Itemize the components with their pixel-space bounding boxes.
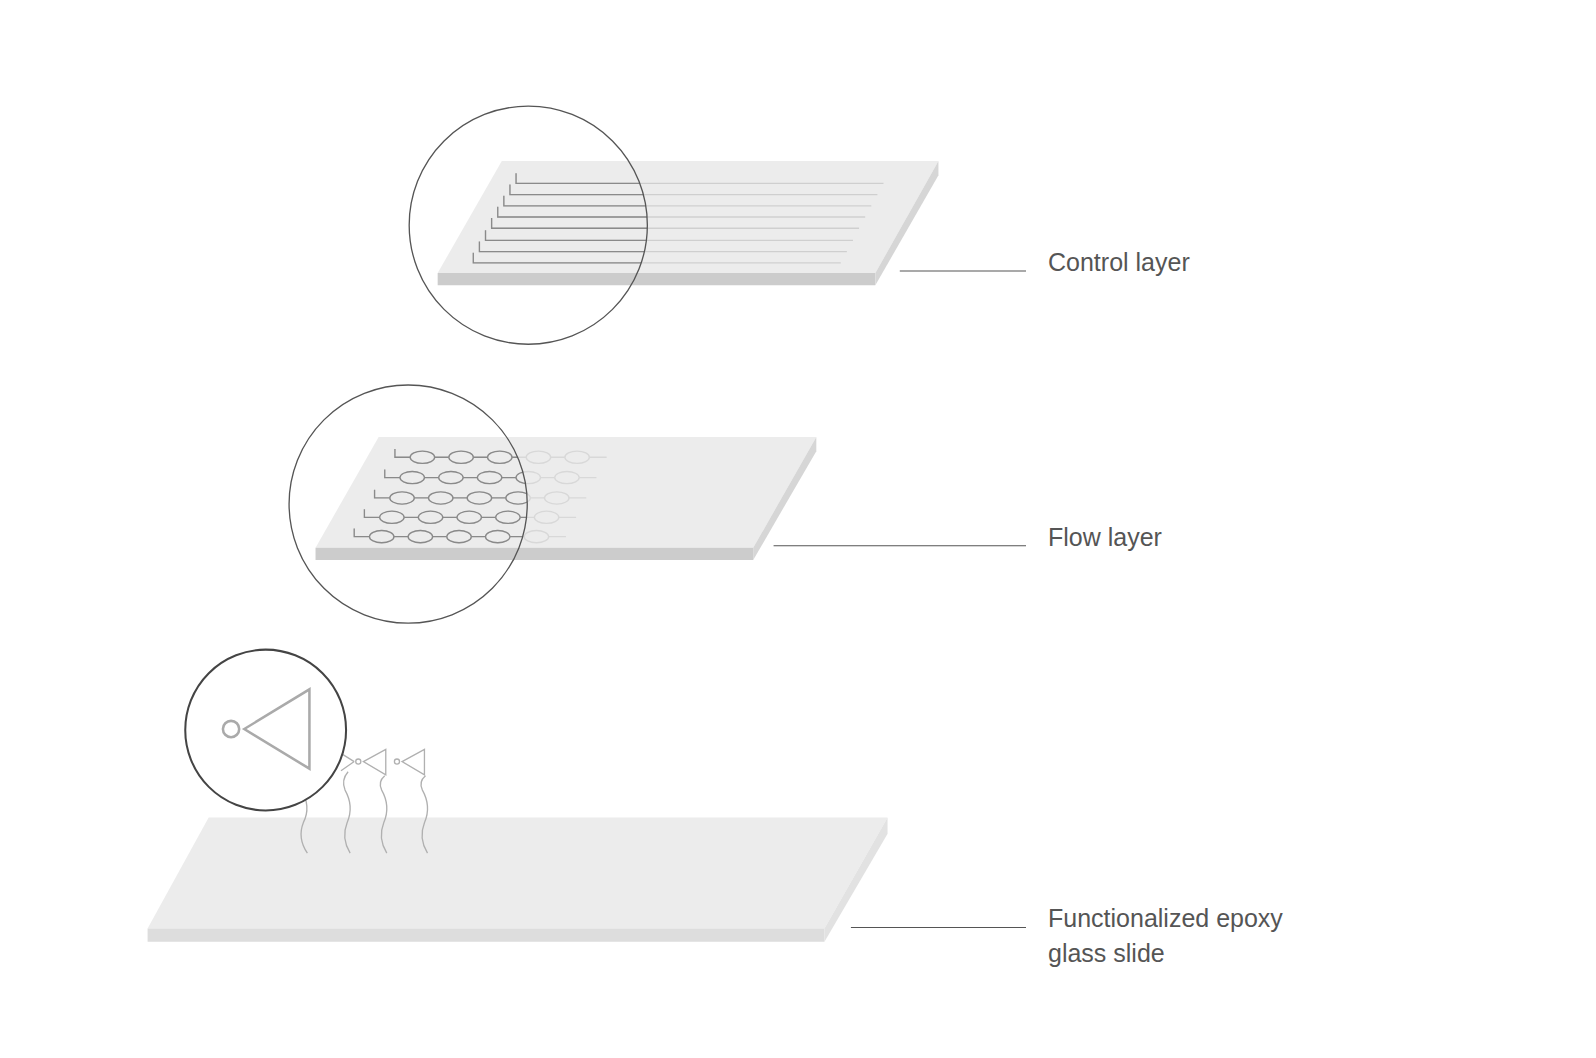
control-slide	[409, 106, 1026, 344]
layer-label: Functionalized epoxy glass slide	[1048, 901, 1330, 971]
layer-label: Flow layer	[1048, 520, 1368, 555]
layer-label: Control layer	[1048, 245, 1368, 280]
glass-slide	[148, 650, 1026, 942]
flow-slide	[289, 385, 1026, 623]
